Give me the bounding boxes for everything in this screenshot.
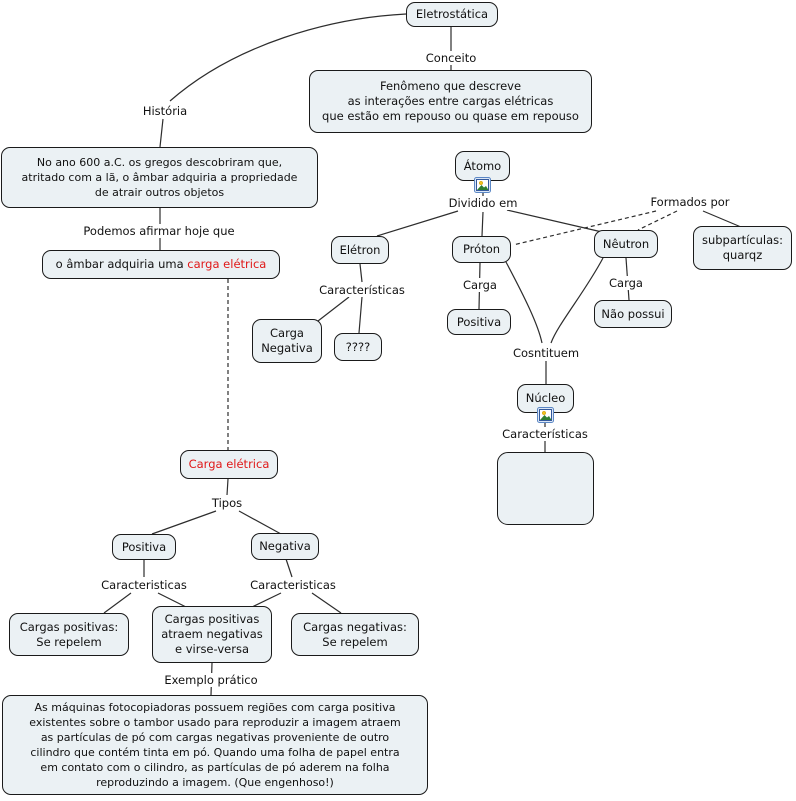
link-caracteristicas-negativa[interactable]: Caracteristicas <box>248 578 338 592</box>
edge-formados-subparticulas <box>702 210 742 228</box>
node-exemplo-definicao[interactable]: As máquinas fotocopiadoras possuem regiõ… <box>2 695 428 795</box>
node-carga-eletrica[interactable]: Carga elétrica <box>180 450 278 479</box>
edge-tipos-negativa <box>238 510 282 535</box>
edge-caractneg-repelem <box>311 592 342 614</box>
edge-caractpos-atraem <box>157 592 187 608</box>
link-historia[interactable]: História <box>140 104 190 118</box>
node-subparticulas-quarqz[interactable]: subpartículas: quarqz <box>693 226 792 270</box>
link-exemplo-pratico[interactable]: Exemplo prático <box>162 673 260 687</box>
link-carga-neutron[interactable]: Carga <box>607 276 645 290</box>
ambar-text: o âmbar adquiria uma <box>55 257 188 271</box>
node-ambar-carga-eletrica[interactable]: o âmbar adquiria uma carga elétrica <box>42 250 280 279</box>
node-cargas-positivas-atraem[interactable]: Cargas positivas atraem negativas e virs… <box>152 606 272 663</box>
edge-eletron-caracteristicas <box>359 263 363 283</box>
edge-proton-cosntituem <box>505 261 543 344</box>
edge-dividido-proton <box>481 211 484 237</box>
edge-negativa-caracteristicas <box>285 558 293 578</box>
image-attachment-icon[interactable] <box>474 177 491 193</box>
link-cosntituem[interactable]: Cosntituem <box>510 346 582 360</box>
node-eletron[interactable]: Elétron <box>331 236 389 264</box>
link-carga-proton[interactable]: Carga <box>461 278 499 292</box>
node-neutron[interactable]: Nêutron <box>594 230 658 258</box>
node-atomo[interactable]: Átomo <box>455 151 510 181</box>
link-formados-por[interactable]: Formados por <box>648 195 732 209</box>
ambar-highlight: carga elétrica <box>187 257 267 271</box>
edge-cargaeletrica-tipos <box>226 478 229 496</box>
node-nucleo-caracteristicas-vazio[interactable] <box>497 452 594 525</box>
node-nao-possui[interactable]: Não possui <box>594 300 672 328</box>
image-attachment-icon[interactable] <box>537 407 554 423</box>
link-tipos[interactable]: Tipos <box>209 496 245 510</box>
edge-eletrostatica-historia <box>169 13 407 102</box>
edge-caracteristicas-carganegativa <box>317 296 350 322</box>
edge-caracteristicas-interrogacao <box>358 296 363 334</box>
edge-historia-node <box>159 118 164 148</box>
node-historia-definicao[interactable]: No ano 600 a.C. os gregos descobriram qu… <box>1 147 318 208</box>
node-cargas-positivas-repelem[interactable]: Cargas positivas: Se repelem <box>9 613 129 656</box>
node-conceito-definicao[interactable]: Fenômeno que descreve as interações entr… <box>309 70 592 133</box>
link-caracteristicas-positiva[interactable]: Caracteristicas <box>99 578 189 592</box>
node-positiva-carga-proton[interactable]: Positiva <box>447 309 511 335</box>
edge-formados-neutron <box>637 210 678 231</box>
link-dividido-em[interactable]: Dividido em <box>446 196 520 210</box>
edge-neutron-cosntituem <box>550 257 604 344</box>
edge-caractneg-atraem <box>251 592 282 608</box>
edge-tipos-positiva <box>151 510 217 535</box>
node-cargas-negativas-repelem[interactable]: Cargas negativas: Se repelem <box>291 613 419 656</box>
node-eletrostatica[interactable]: Eletrostática <box>406 2 498 27</box>
link-caracteristicas-nucleo[interactable]: Características <box>500 427 590 441</box>
edge-formados-proton <box>512 210 657 246</box>
node-carga-negativa[interactable]: Carga Negativa <box>252 319 322 363</box>
edge-caractpos-repelem <box>103 592 132 614</box>
edge-dividido-neutron <box>506 209 603 233</box>
edge-dividido-eletron <box>376 210 459 237</box>
node-interrogacao[interactable]: ???? <box>334 333 382 361</box>
link-conceito[interactable]: Conceito <box>423 51 479 65</box>
link-caracteristicas-eletron[interactable]: Características <box>317 283 407 297</box>
node-positiva-tipo[interactable]: Positiva <box>112 534 176 560</box>
link-podemos-afirmar[interactable]: Podemos afirmar hoje que <box>81 224 237 238</box>
node-proton[interactable]: Próton <box>452 236 511 263</box>
node-negativa-tipo[interactable]: Negativa <box>251 533 319 560</box>
